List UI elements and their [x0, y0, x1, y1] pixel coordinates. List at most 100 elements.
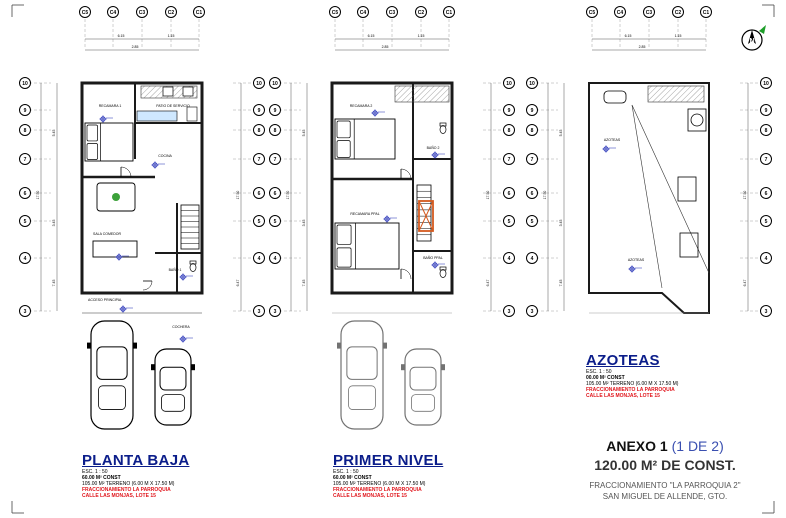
grid-bubble-label: 6: [274, 191, 277, 197]
grid-bubble-label: 9: [508, 108, 511, 114]
grid-bubble: [253, 104, 265, 116]
level-annotation-icon: [431, 151, 445, 159]
fracc-text: FRACCIONAMIENTO LA PARROQUIA: [586, 387, 675, 393]
grid-bubble: [760, 153, 772, 165]
grid-bubble: [526, 187, 538, 199]
dim-label: 17.50: [486, 191, 490, 200]
stairs-icon: [180, 204, 200, 250]
grid-bubble: [503, 215, 515, 227]
grid-bubble: [643, 6, 655, 18]
grid-bubble-label: 3: [24, 309, 27, 315]
grid-bubble: [700, 6, 712, 18]
anexo-location-2: SAN MIGUEL DE ALLENDE, GTO.: [602, 492, 728, 501]
grid-bubble: [329, 6, 341, 18]
grid-bubble: [386, 6, 398, 18]
room-label-bano-1: BAÑO 1: [169, 267, 182, 272]
grid-bubble-label: 10: [272, 81, 278, 87]
grid-bubble: [586, 6, 598, 18]
grid-bubble: [760, 252, 772, 264]
grid-bubble-label: C2: [675, 10, 682, 16]
grid-bubble: [269, 104, 281, 116]
grid-bubble: [760, 305, 772, 317]
room-label-sala: SALA COMEDOR: [93, 232, 121, 236]
grid-bubble-label: C2: [418, 10, 425, 16]
grid-bubble: [253, 187, 265, 199]
grid-bubble-label: 4: [508, 256, 511, 262]
kitchen-counter: [136, 110, 178, 122]
dim-label: 17.50: [36, 191, 40, 200]
plan-title: PLANTA BAJA: [82, 452, 190, 469]
grid-bubble: [19, 187, 31, 199]
dim-label: 17.50: [236, 191, 240, 200]
grid-bubble: [526, 104, 538, 116]
grid-bubble: [253, 77, 265, 89]
dim-label: 2.85: [382, 45, 389, 49]
anexo-sheet-count: (1 DE 2): [671, 438, 724, 454]
area-text: 60.00 M² CONST: [333, 475, 372, 481]
grid-bubble-label: C1: [703, 10, 710, 16]
level-annotation-icon: [151, 161, 165, 169]
car-icon: [151, 348, 195, 426]
grid-bubble: [107, 6, 119, 18]
dim-label: 6.47: [486, 280, 490, 287]
grid-bubble-label: C1: [446, 10, 453, 16]
dim-label: 5.45: [52, 130, 56, 137]
level-annotation-icon: [179, 273, 193, 281]
grid-bubble: [269, 187, 281, 199]
level-annotation-icon: [179, 335, 193, 343]
grid-bubble: [526, 215, 538, 227]
dim-label: 2.85: [639, 45, 646, 49]
slope-line: [631, 104, 663, 289]
grid-bubble-label: 9: [274, 108, 277, 114]
grid-bubble: [526, 77, 538, 89]
room-label-patio: PATIO DE SERVICIO: [156, 104, 190, 108]
dim-label: 3.45: [559, 220, 563, 227]
toilet-icon: [439, 266, 447, 278]
grid-bubble: [503, 104, 515, 116]
water-heater-icon: [186, 106, 198, 122]
grid-bubble-label: 3: [508, 309, 511, 315]
grid-bubble: [19, 77, 31, 89]
grid-bubble: [269, 252, 281, 264]
plant-icon: [112, 193, 120, 201]
grid-bubble-label: 3: [765, 309, 768, 315]
grid-bubble-label: 5: [531, 219, 534, 225]
grid-bubble-label: 4: [765, 256, 768, 262]
level-annotation-icon: [115, 253, 129, 261]
grid-bubble: [269, 215, 281, 227]
roof-outline: [588, 82, 710, 314]
title-block-primer-nivel: PRIMER NIVEL ESC. 1 : 50 60.00 M² CONST …: [333, 452, 443, 499]
exterior-wall: [330, 81, 454, 295]
sink-icon: [162, 86, 174, 97]
grid-bubble: [253, 153, 265, 165]
grid-bubble-label: 4: [274, 256, 277, 262]
roof-area: [394, 85, 450, 103]
grid-bubble: [526, 252, 538, 264]
grid-bubble-label: 10: [506, 81, 512, 87]
dim-label: 5.45: [302, 130, 306, 137]
bed-icon: [84, 122, 134, 162]
grid-bubble: [193, 6, 205, 18]
grid-bubble-label: 10: [529, 81, 535, 87]
exterior-wall: [80, 81, 204, 295]
grid-bubble-label: 3: [531, 309, 534, 315]
bed-icon: [334, 118, 396, 160]
grid-bubble: [526, 124, 538, 136]
grid-bubble: [503, 124, 515, 136]
room-label-recamara-ppal: RECAMARA PPAL: [350, 212, 379, 216]
area-text: 00.00 M² CONST: [586, 375, 625, 381]
grid-bubble-label: 7: [274, 157, 277, 163]
grid-bubble-label: 8: [531, 128, 534, 134]
grid-bubble-label: C1: [196, 10, 203, 16]
grid-bubble: [526, 305, 538, 317]
svg-text:N: N: [749, 38, 754, 45]
grid-bubble-label: 8: [508, 128, 511, 134]
roof-hatch: [647, 85, 705, 103]
dim-label: 5.45: [559, 130, 563, 137]
dim-label: 17.50: [286, 191, 290, 200]
grid-bubble-label: C4: [360, 10, 367, 16]
grid-bubble-label: C4: [110, 10, 117, 16]
grid-bubble-label: 4: [258, 256, 261, 262]
